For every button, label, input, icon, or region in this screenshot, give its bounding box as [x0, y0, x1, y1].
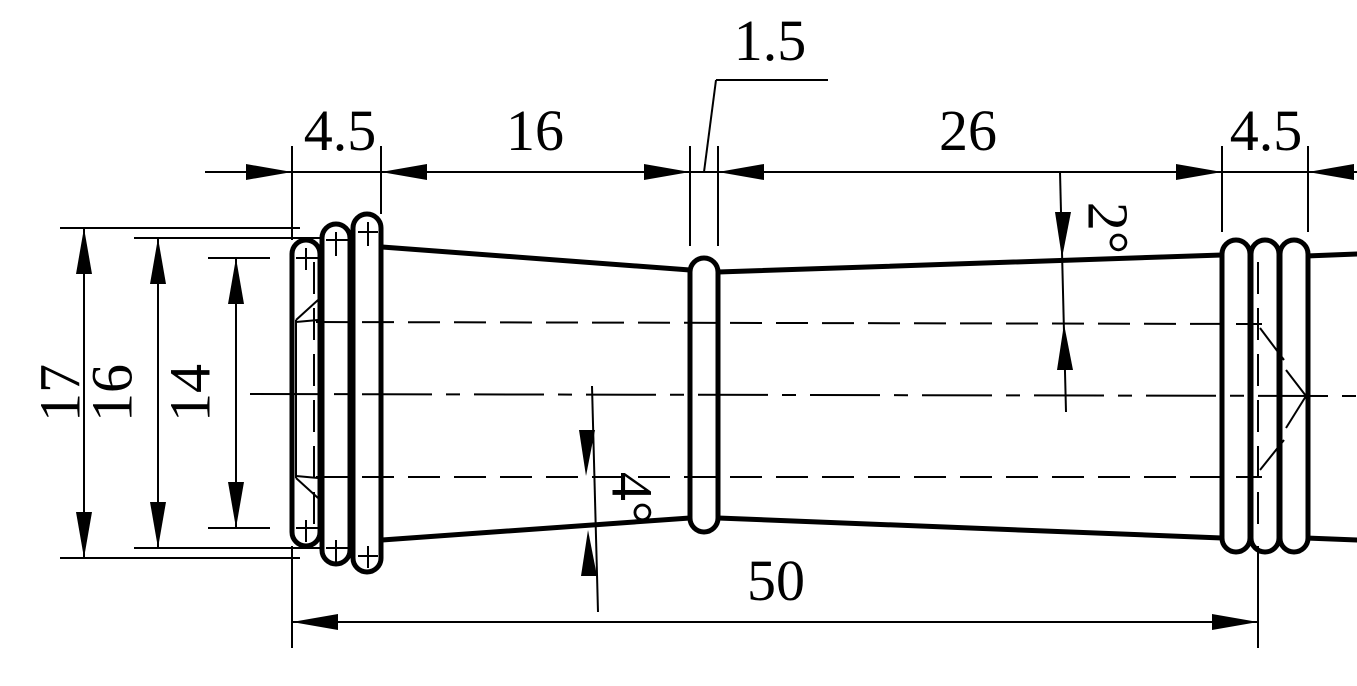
dim-taper-length: 16	[506, 98, 564, 163]
overall-length-dimension	[291, 546, 1259, 648]
centerline	[249, 393, 1357, 397]
angle-2-dimension	[1055, 171, 1073, 413]
dim-diameter-14: 14	[157, 364, 222, 422]
dim-groove-width: 1.5	[734, 8, 807, 73]
top-dimension-chain	[205, 79, 1357, 246]
dim-diameter-17: 17	[27, 364, 92, 422]
dim-right-length: 26	[939, 98, 997, 163]
angle-4-dimension	[579, 385, 599, 613]
dim-overall-length: 50	[747, 548, 805, 613]
dim-right-ring-width: 4.5	[1230, 98, 1303, 163]
dim-angle-4: 4°	[600, 472, 665, 524]
hidden-lines	[249, 321, 1357, 478]
dim-angle-2: 2°	[1076, 202, 1141, 254]
left-ring-outer	[350, 211, 384, 575]
diameter-dimensions	[60, 227, 322, 559]
part-outline	[379, 244, 1357, 543]
dim-left-ring-width: 4.5	[304, 98, 377, 163]
dim-diameter-16: 16	[79, 364, 144, 422]
left-ring-group	[289, 211, 384, 575]
